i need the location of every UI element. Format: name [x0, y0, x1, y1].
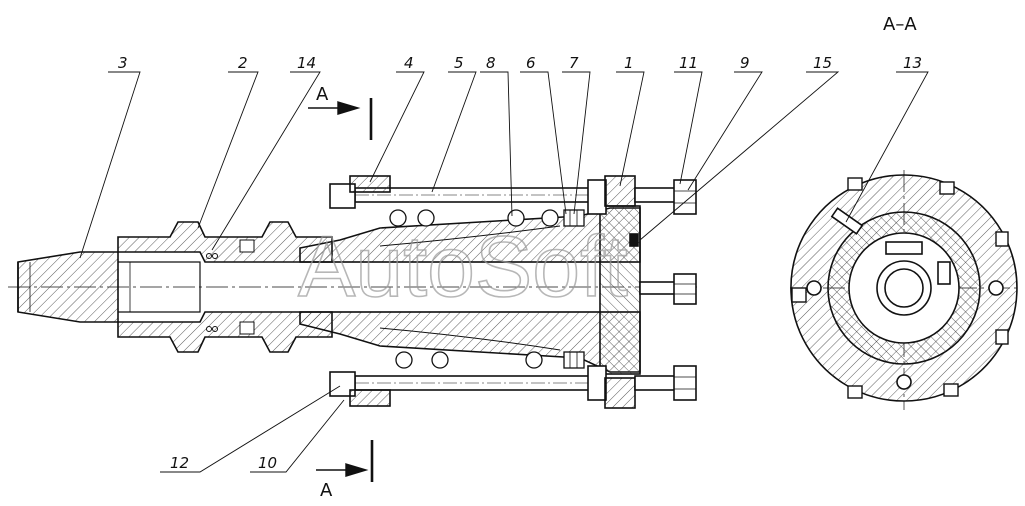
callout-5: 5	[454, 54, 464, 72]
callout-9: 9	[740, 54, 750, 72]
callout-4: 4	[404, 54, 414, 72]
bottom-rod	[329, 365, 697, 409]
watermark: AutoSoft	[298, 219, 628, 315]
callout-3: 3	[118, 54, 128, 72]
callout-10: 10	[258, 454, 277, 472]
top-rod-block	[349, 175, 391, 193]
top-rod-nut-right	[673, 179, 697, 215]
top-rod-ext	[634, 187, 676, 203]
callout-12: 12	[170, 454, 189, 472]
housing-lower	[299, 311, 641, 373]
nozzle-tip	[17, 251, 119, 323]
callout-6: 6	[526, 54, 536, 72]
callout-2: 2	[238, 54, 248, 72]
bottom-rod-block	[349, 389, 391, 407]
middle-rod	[639, 273, 697, 305]
callout-1: 1	[624, 54, 634, 72]
bottom-rod-nut-mid	[587, 365, 607, 401]
section-title: A–A	[883, 14, 917, 35]
callout-labels: 3 2 14 4 5 8 6 7 1 11 9 15 13 12 10 A–A …	[118, 14, 922, 501]
bottom-rod-ext	[634, 375, 676, 391]
main-section-view	[8, 98, 700, 482]
callout-14: 14	[297, 54, 316, 72]
seal-15	[629, 233, 639, 247]
top-rod-nut-mid	[587, 179, 607, 215]
callout-7: 7	[569, 54, 579, 72]
callout-8: 8	[486, 54, 496, 72]
top-rod	[329, 175, 697, 215]
inner-channel	[300, 261, 640, 313]
section-marker-bottom	[316, 440, 374, 482]
connector-lower	[117, 311, 333, 353]
section-view-aa	[790, 170, 1020, 410]
inner-bore	[118, 261, 201, 313]
section-marker-top-label: A	[316, 84, 329, 105]
leader-lines	[79, 71, 929, 473]
callout-13: 13	[903, 54, 922, 72]
balls-lower	[395, 351, 585, 369]
section-marker-top	[308, 98, 373, 140]
callout-11: 11	[679, 54, 698, 72]
callout-15: 15	[813, 54, 832, 72]
connector-upper	[117, 221, 333, 263]
section-marker-bottom-label: A	[320, 480, 333, 501]
bottom-rod-nut-right	[673, 365, 697, 401]
seal-rings	[206, 239, 255, 335]
